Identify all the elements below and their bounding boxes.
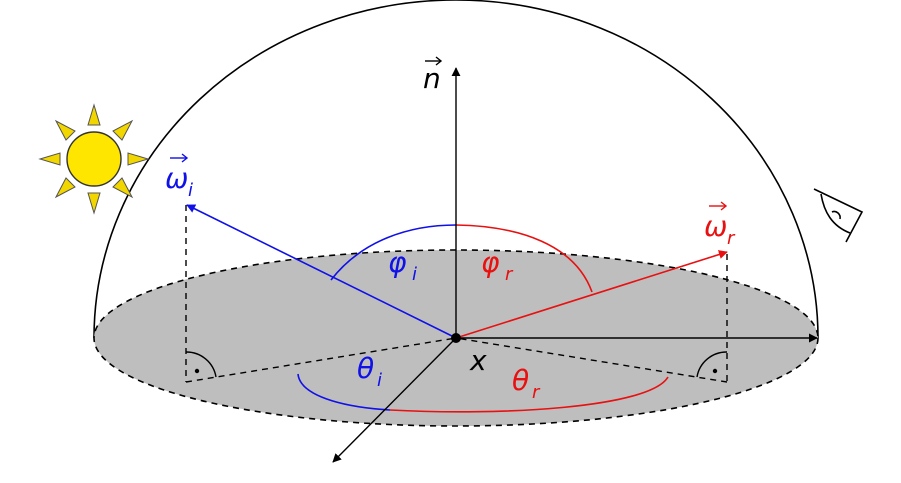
omega-r-sub: r — [727, 228, 736, 249]
projection-lines — [185, 205, 728, 383]
normal-label: n — [423, 56, 443, 95]
omega-r-label: ω r — [704, 201, 736, 249]
omega-r-base: ω — [704, 210, 727, 243]
hemisphere-outline — [93, 0, 819, 339]
point-label: x — [469, 344, 487, 377]
theta-i-sub: i — [377, 370, 382, 391]
theta-r-label: θ r — [512, 364, 541, 403]
omega-i-base: ω — [165, 162, 188, 195]
theta-r-sub: r — [532, 382, 541, 403]
sun-icon — [38, 103, 150, 215]
phi-i-arc — [330, 224, 457, 281]
depth-axis-arrow — [332, 337, 457, 463]
phi-i-sub: i — [412, 264, 417, 285]
surface-point — [451, 333, 461, 343]
normal-label-text: n — [423, 62, 441, 95]
reflected-direction-arrow — [455, 250, 728, 339]
right-angle-mark-icon — [185, 351, 728, 378]
theta-i-arc — [297, 373, 391, 411]
theta-r-base: θ — [512, 364, 529, 397]
omega-i-sub: i — [188, 180, 193, 201]
phi-r-label: φ r — [481, 246, 514, 285]
theta-i-base: θ — [357, 352, 374, 385]
phi-r-base: φ — [481, 246, 500, 279]
eye-icon — [813, 188, 864, 243]
phi-r-arc — [455, 224, 593, 293]
phi-i-label: φ i — [388, 246, 417, 285]
theta-i-label: θ i — [357, 352, 382, 391]
phi-i-base: φ — [388, 246, 407, 279]
incident-direction-arrow — [186, 204, 457, 339]
omega-i-label: ω i — [165, 153, 193, 201]
theta-r-arc — [389, 376, 669, 413]
phi-r-sub: r — [505, 264, 514, 285]
